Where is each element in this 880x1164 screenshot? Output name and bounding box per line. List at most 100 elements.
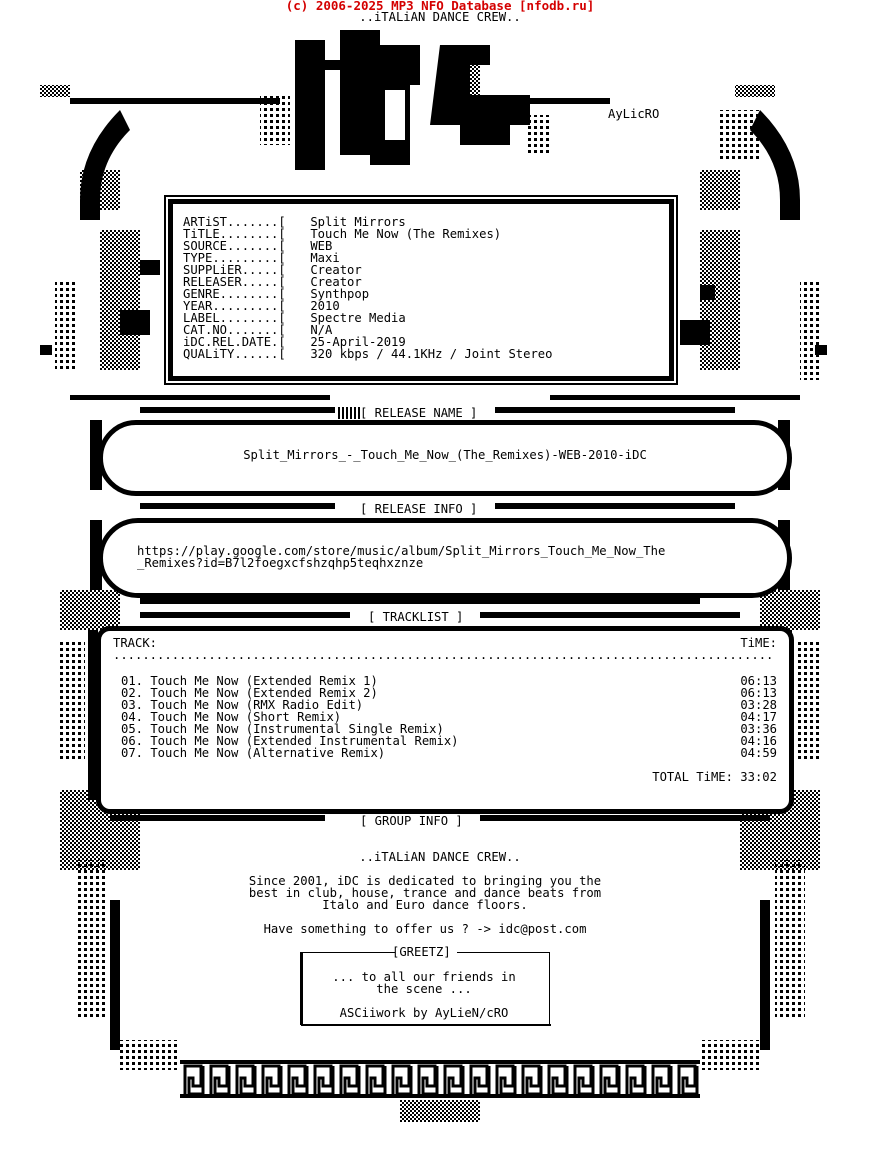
info-label: TiTLE........[ [183,227,286,241]
info-label: iDC.REL.DATE.[ [183,335,286,349]
greek-key-segment [469,1064,491,1096]
divider-bar [140,598,700,604]
group-desc-line1: Since 2001, iDC is dedicated to bringing… [248,874,602,888]
info-row: SOURCE.......[ WEB [183,240,552,252]
track-row: 03. Touch Me Now (RMX Radio Edit) 03:28 [121,699,777,711]
greek-key-segment [313,1064,335,1096]
info-label: SUPPLiER.....[ [183,263,286,277]
divider-bar [495,503,735,509]
greetz-line2: the scene ... [376,982,472,996]
track-column-header: TRACK: [113,636,158,650]
greetz-box [300,952,551,1026]
greek-key-segment [677,1064,699,1096]
greek-key-segment [417,1064,439,1096]
greek-key-segment [365,1064,387,1096]
greek-key-segment [573,1064,595,1096]
time-column-header: TiME: [740,636,777,650]
info-label: TYPE.........[ [183,251,286,265]
greek-key-segment [261,1064,283,1096]
tracklist-title: [ TRACKLIST ] [368,610,464,624]
info-value: Creator [310,275,362,289]
idc-logo [40,30,775,170]
info-value: 320 kbps / 44.1KHz / Joint Stereo [310,347,553,361]
contact-line[interactable]: Have something to offer us ? -> idc@post… [263,922,587,936]
track-time: 04:16 [740,734,777,748]
total-time: TOTAL TiME: 33:02 [652,770,777,784]
greek-key-segment [521,1064,543,1096]
release-info-link-box: https://play.google.com/store/music/albu… [98,518,792,598]
info-row: CAT.NO.......[ N/A [183,324,552,336]
info-row: YEAR.........[ 2010 [183,300,552,312]
greek-key-segment [625,1064,647,1096]
greek-key-segment [651,1064,673,1096]
group-desc-line3: Italo and Euro dance floors. [322,898,528,912]
info-label: RELEASER.....[ [183,275,286,289]
greek-key-segment [599,1064,621,1096]
store-url-line1[interactable]: https://play.google.com/store/music/albu… [137,544,666,558]
info-row: RELEASER.....[ Creator [183,276,552,288]
track-time: 06:13 [740,686,777,700]
track-row: 04. Touch Me Now (Short Remix)04:17 [121,711,777,723]
greetz-title: [GREETZ] [392,945,451,959]
track-time: 03:36 [740,722,777,736]
divider-bar [495,407,735,413]
divider-bar [110,815,325,821]
track-name: 04. Touch Me Now (Short Remix) [121,710,342,724]
info-value: 2010 [310,299,340,313]
info-row: QUALiTY......[ 320 kbps / 44.1KHz / Join… [183,348,552,360]
greek-key-segment [287,1064,309,1096]
track-name: 03. Touch Me Now (RMX Radio Edit) [121,698,364,712]
greek-key-segment [443,1064,465,1096]
info-value: 25-April-2019 [310,335,406,349]
info-row: LABEL........[ Spectre Media [183,312,552,324]
track-row: 05. Touch Me Now (Instrumental Single Re… [121,723,777,735]
greek-key-segment [547,1064,569,1096]
divider-bar [480,612,740,618]
info-value: Spectre Media [310,311,406,325]
track-row: 06. Touch Me Now (Extended Instrumental … [121,735,777,747]
ascii-credit: ASCiiwork by AyLieN/cRO [339,1006,509,1020]
group-desc-line2: best in club, house, trance and dance be… [248,886,602,900]
store-url-line2[interactable]: _Remixes?id=B7l2foegxcfshzqhp5teqhxznze [137,556,424,570]
info-label: YEAR.........[ [183,299,286,313]
track-time: 06:13 [740,674,777,688]
divider-bar [480,815,770,821]
divider-bar [140,612,350,618]
greek-key-segment [339,1064,361,1096]
track-name: 07. Touch Me Now (Alternative Remix) [121,746,386,760]
greek-key-segment [391,1064,413,1096]
info-row: ARTiST.......[ Split Mirrors [183,216,552,228]
info-value: Touch Me Now (The Remixes) [310,227,502,241]
info-row: TYPE.........[ Maxi [183,252,552,264]
crew-name: ..iTALiAN DANCE CREW.. [359,850,521,864]
divider-bar [140,503,335,509]
info-value: Synthpop [310,287,370,301]
divider-bar [140,407,335,413]
info-label: SOURCE.......[ [183,239,286,253]
track-name: 05. Touch Me Now (Instrumental Single Re… [121,722,444,736]
info-row: iDC.REL.DATE.[ 25-April-2019 [183,336,552,348]
info-label: LABEL........[ [183,311,286,325]
greek-key-segment [235,1064,257,1096]
info-value: Creator [310,263,362,277]
release-info-title: [ RELEASE INFO ] [360,502,478,516]
track-row: 01. Touch Me Now (Extended Remix 1) 06:13 [121,675,777,687]
info-value: Split Mirrors [310,215,406,229]
artist-tag: AyLicRO [608,107,660,121]
info-label: GENRE........[ [183,287,286,301]
track-name: 06. Touch Me Now (Extended Instrumental … [121,734,459,748]
info-row: GENRE........[ Synthpop [183,288,552,300]
release-name-title: [ RELEASE NAME ] [360,406,478,420]
info-row: SUPPLiER.....[ Creator [183,264,552,276]
crew-tagline: ..iTALiAN DANCE CREW.. [359,10,521,24]
track-name: 01. Touch Me Now (Extended Remix 1) [121,674,378,688]
track-time: 03:28 [740,698,777,712]
site-credit: (c) 2006-2025 MP3 NFO Database [nfodb.ru… [285,0,595,13]
info-label: ARTiST.......[ [183,215,286,229]
release-name-box: Split_Mirrors_-_Touch_Me_Now_(The_Remixe… [98,420,792,496]
info-row: TiTLE........[ Touch Me Now (The Remixes… [183,228,552,240]
track-name: 02. Touch Me Now (Extended Remix 2) [121,686,378,700]
greek-key-segment [183,1064,205,1096]
